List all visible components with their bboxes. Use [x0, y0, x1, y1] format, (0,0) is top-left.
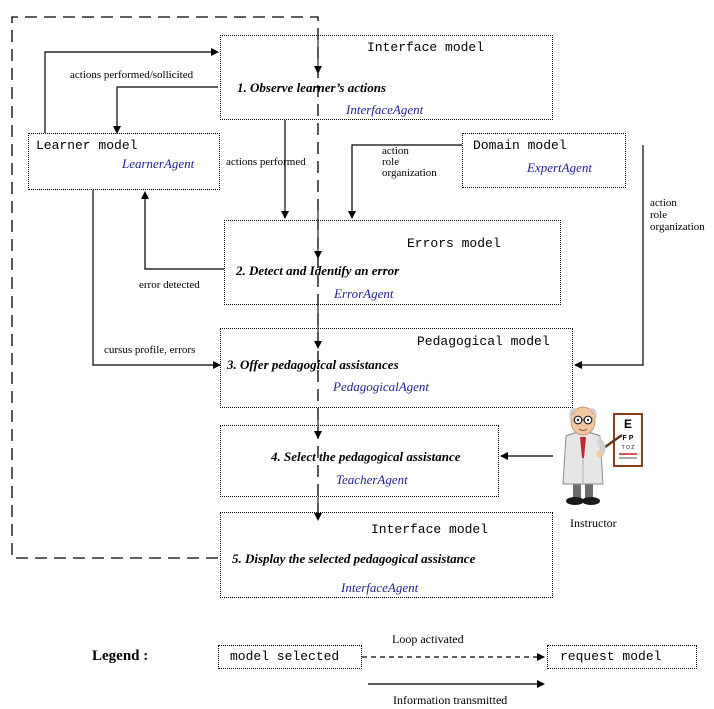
arrow-domain-to-pedagogical — [574, 145, 644, 369]
step-label: 4. Select the pedagogical assistance — [271, 449, 461, 464]
interface-model-top-box: Interface model 1. Observe learner’s act… — [220, 35, 553, 120]
label-domain-to-errors: action role organization — [382, 145, 437, 179]
agent-name: TeacherAgent — [336, 472, 408, 487]
label-actions-performed-sollicited: actions performed/sollicited — [70, 69, 194, 81]
label-error-detected: error detected — [139, 279, 200, 291]
label-cursus-profile-errors: cursus profile, errors — [104, 344, 196, 356]
pedagogical-model-box: Pedagogical model 3. Offer pedagogical a… — [220, 328, 573, 408]
eye-chart-line: E — [624, 417, 632, 431]
teacher-box: 4. Select the pedagogical assistance Tea… — [220, 425, 499, 497]
domain-model-box: Domain model ExpertAgent — [462, 133, 626, 188]
legend-model-selected-box: model selected — [218, 645, 362, 669]
agent-name: PedagogicalAgent — [333, 379, 430, 394]
arrow-learner-to-interface — [44, 48, 219, 133]
errors-model-box: Errors model 2. Detect and Identify an e… — [224, 220, 561, 305]
interface-model-bottom-box: Interface model 5. Display the selected … — [220, 512, 553, 598]
legend-request-model-box: request model — [547, 645, 697, 669]
instructor-figure: E F P T O Z — [562, 406, 643, 505]
agent-name: InterfaceAgent — [346, 102, 424, 117]
legend-loop-activated-label: Loop activated — [392, 632, 464, 646]
model-title: Pedagogical model — [417, 334, 550, 349]
model-title: Errors model — [407, 236, 501, 251]
model-title: Interface model — [371, 522, 489, 537]
arrow-domain-to-errors — [348, 144, 462, 219]
activation-loop-line — [11, 16, 319, 559]
eye-chart-line: F P — [623, 435, 634, 442]
model-title: Domain model — [473, 138, 567, 153]
label-actions-performed: actions performed — [226, 156, 306, 168]
step-label: 2. Detect and Identify an error — [236, 263, 400, 278]
agent-name: ExpertAgent — [527, 160, 592, 175]
agent-name: InterfaceAgent — [341, 580, 419, 595]
label-domain-to-pedagogical: action role organization — [650, 197, 705, 233]
legend-request-model-label: request model — [560, 649, 662, 664]
instructor-label: Instructor — [570, 516, 617, 530]
step-label: 3. Offer pedagogical assistances — [227, 357, 399, 372]
legend-information-transmitted-label: Information transmitted — [393, 693, 508, 707]
legend-model-selected-label: model selected — [230, 649, 340, 664]
arrow-errors-to-learner — [141, 191, 224, 270]
eye-chart-line: T O Z — [622, 445, 635, 451]
arrow-interface-to-learner — [113, 86, 218, 134]
model-title: Learner model — [36, 138, 138, 153]
legend-title: Legend : — [92, 648, 149, 664]
step-label: 1. Observe learner’s actions — [237, 80, 387, 95]
learner-model-box: Learner model LearnerAgent — [28, 133, 220, 190]
agent-name: LearnerAgent — [122, 156, 195, 171]
step-label: 5. Display the selected pedagogical assi… — [232, 551, 476, 566]
model-title: Interface model — [367, 40, 485, 55]
arrow-learner-to-pedagogical — [92, 190, 221, 369]
agent-name: ErrorAgent — [334, 286, 394, 301]
